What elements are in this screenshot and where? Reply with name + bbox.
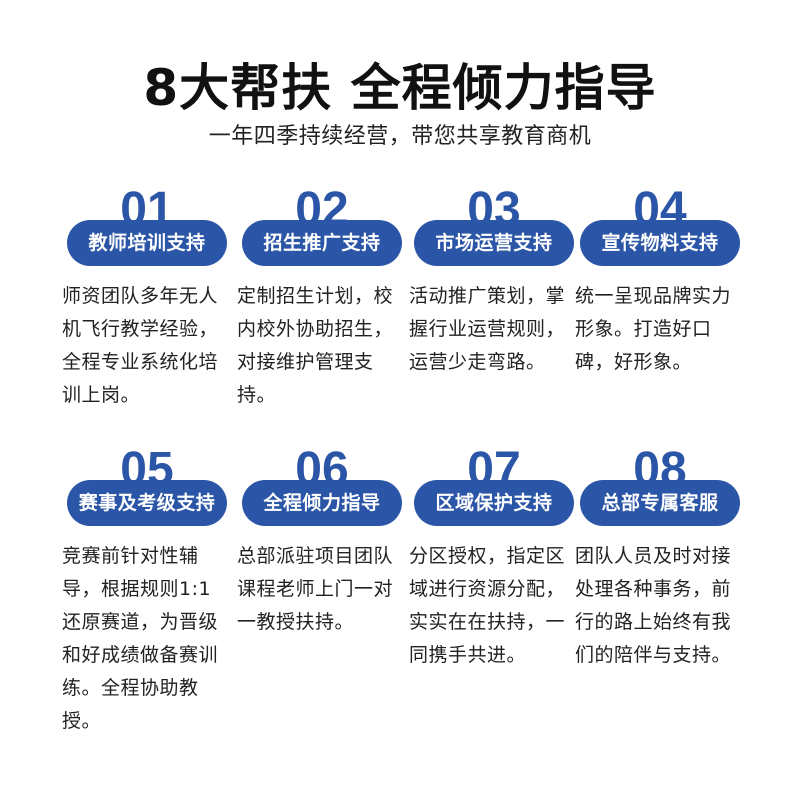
card-label-pill: 赛事及考级支持 bbox=[67, 480, 227, 526]
card-description: 总部派驻项目团队课程老师上门一对一教授扶持。 bbox=[237, 545, 394, 633]
card-label-pill: 全程倾力指导 bbox=[242, 480, 402, 526]
card-label-pill: 教师培训支持 bbox=[67, 220, 227, 266]
card-description: 师资团队多年无人机飞行教学经验，全程专业系统化培训上岗。 bbox=[62, 285, 219, 406]
card-description: 分区授权，指定区域进行资源分配，实实在在扶持，一同携手共进。 bbox=[409, 545, 566, 666]
card-description: 竞赛前针对性辅导，根据规则1:1还原赛道，为晋级和好成绩做备赛训练。全程协助教授… bbox=[62, 545, 219, 732]
card-label-pill: 招生推广支持 bbox=[242, 220, 402, 266]
card-label-pill: 区域保护支持 bbox=[414, 480, 574, 526]
card-label-pill: 宣传物料支持 bbox=[580, 220, 740, 266]
card-label-pill: 市场运营支持 bbox=[414, 220, 574, 266]
page-subtitle: 一年四季持续经营，带您共享教育商机 bbox=[208, 124, 592, 149]
card-description: 统一呈现品牌实力形象。打造好口碑，好形象。 bbox=[575, 285, 732, 373]
card-description: 定制招生计划，校内校外协助招生，对接维护管理支持。 bbox=[237, 285, 394, 406]
page-title: 8大帮扶 全程倾力指导 bbox=[143, 59, 657, 117]
card-description: 团队人员及时对接处理各种事务，前行的路上始终有我们的陪伴与支持。 bbox=[575, 545, 732, 666]
card-description: 活动推广策划，掌握行业运营规则，运营少走弯路。 bbox=[409, 285, 566, 373]
card-label-pill: 总部专属客服 bbox=[580, 480, 740, 526]
